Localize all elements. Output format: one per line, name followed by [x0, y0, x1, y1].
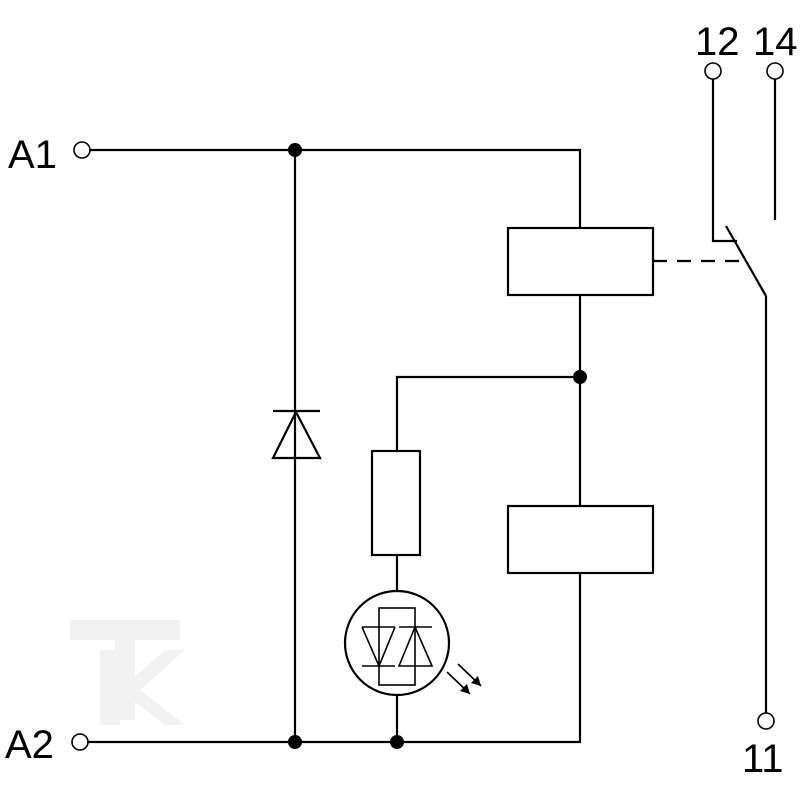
terminal-a2	[71, 733, 89, 751]
terminal-label-14: 14	[753, 20, 798, 64]
terminal-14	[766, 62, 784, 80]
watermark-logo	[70, 620, 185, 725]
resistor-icon	[370, 449, 422, 557]
junction-node	[573, 370, 587, 384]
terminal-label-11: 11	[742, 737, 784, 781]
terminal-a1	[73, 141, 91, 159]
relay-coil-icon	[506, 226, 655, 297]
relay-coil-icon	[506, 504, 655, 575]
bidirectional-led-icon	[343, 589, 482, 697]
junction-node	[288, 735, 302, 749]
terminal-12	[704, 62, 722, 80]
junction-node	[390, 735, 404, 749]
terminal-label-a2: A2	[5, 723, 54, 767]
diode-icon	[271, 409, 322, 460]
terminal-label-12: 12	[695, 20, 740, 64]
terminal-label-a1: A1	[8, 133, 57, 177]
terminal-11	[757, 712, 775, 730]
wiring	[88, 79, 777, 744]
junction-node	[288, 143, 302, 157]
